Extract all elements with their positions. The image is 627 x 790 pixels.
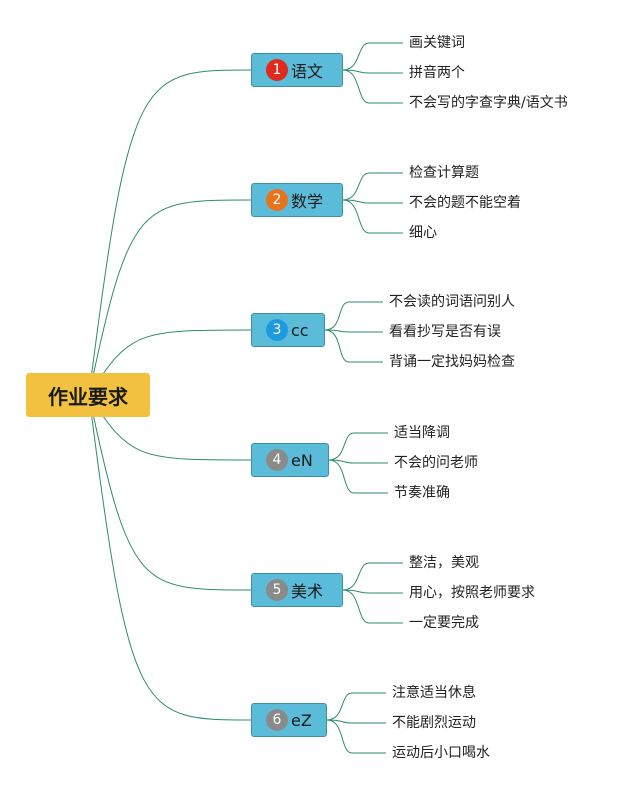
leaf-connector: [328, 459, 388, 464]
number-badge-icon: 3: [266, 319, 288, 341]
leaf-connector: [328, 459, 388, 494]
leaf-topic[interactable]: 整洁，美观: [409, 555, 479, 571]
leaf-connector: [326, 692, 386, 721]
leaf-connector: [342, 589, 403, 594]
leaf-connector: [342, 589, 403, 624]
leaf-topic[interactable]: 背诵一定找妈妈检查: [389, 354, 515, 370]
leaf-topic[interactable]: 看看抄写是否有误: [389, 324, 501, 340]
number-badge-icon: 2: [266, 189, 288, 211]
leaf-connector: [328, 432, 388, 461]
leaf-connector: [342, 69, 403, 74]
leaf-connector: [326, 719, 386, 754]
root-topic[interactable]: 作业要求: [26, 373, 150, 417]
number-badge-icon: 5: [266, 579, 288, 601]
leaf-connector: [342, 172, 403, 201]
leaf-topic[interactable]: 画关键词: [409, 35, 465, 51]
leaf-topic[interactable]: 不会的问老师: [394, 455, 478, 471]
leaf-topic[interactable]: 一定要完成: [409, 615, 479, 631]
leaf-topic[interactable]: 注意适当休息: [392, 685, 476, 701]
branch-label: 美术: [291, 582, 324, 601]
branch-label: 语文: [291, 62, 324, 81]
leaf-connector: [342, 69, 403, 104]
branch-connector: [89, 69, 252, 388]
leaf-connector: [326, 719, 386, 724]
number-badge-icon: 1: [266, 59, 288, 81]
number-badge-icon: 4: [266, 449, 288, 471]
leaf-connector: [324, 301, 383, 331]
leaf-topic[interactable]: 用心，按照老师要求: [409, 585, 535, 601]
leaf-topic[interactable]: 不会写的字查字典/语文书: [409, 95, 568, 111]
leaf-topic[interactable]: 节奏准确: [394, 485, 450, 501]
leaf-topic[interactable]: 不会读的词语问别人: [389, 294, 515, 310]
leaf-topic[interactable]: 不能剧烈运动: [392, 715, 476, 731]
leaf-topic[interactable]: 适当降调: [394, 425, 450, 441]
branch-label: eZ: [291, 710, 312, 730]
number-badge-icon: 6: [266, 709, 288, 731]
branch-label: 数学: [291, 192, 324, 211]
branch-connector: [89, 399, 252, 591]
root-topic-label: 作业要求: [48, 384, 128, 409]
leaf-topic[interactable]: 不会的题不能空着: [409, 195, 521, 211]
leaf-topic[interactable]: 检查计算题: [409, 165, 479, 181]
branch-label: cc: [291, 320, 309, 340]
branch-connector: [89, 402, 252, 721]
branch-label: eN: [291, 450, 313, 470]
leaf-topic[interactable]: 拼音两个: [409, 65, 465, 81]
leaf-topic[interactable]: 运动后小口喝水: [392, 745, 490, 761]
leaf-connector: [342, 562, 403, 591]
leaf-connector: [342, 199, 403, 234]
leaf-connector: [342, 199, 403, 204]
branch-connector: [89, 199, 252, 391]
leaf-connector: [324, 329, 383, 333]
leaf-connector: [342, 42, 403, 71]
leaf-connector: [324, 329, 383, 363]
leaf-topic[interactable]: 细心: [409, 225, 437, 241]
